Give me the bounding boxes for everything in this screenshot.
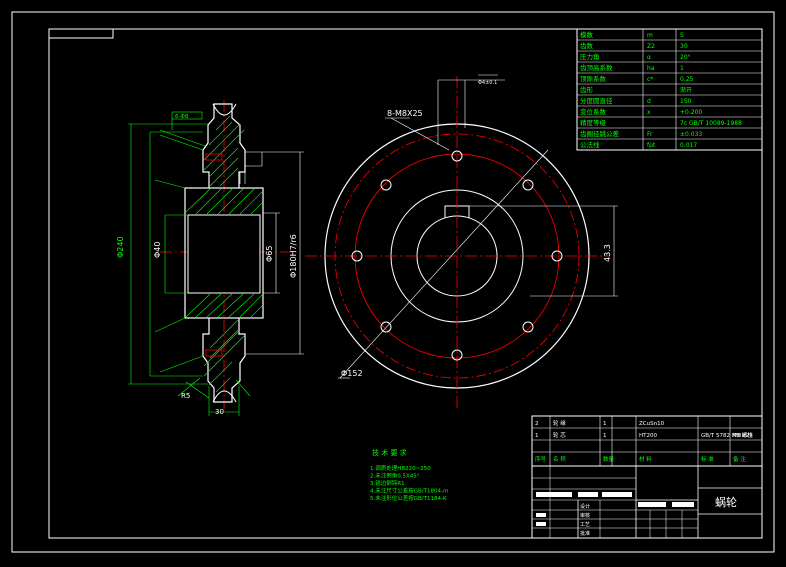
- parts-cell: ZCuSn10: [639, 421, 665, 427]
- tb-label-approve: 批准: [580, 530, 590, 537]
- note-line: 5.未注形位公差按GB/T1184-K: [370, 494, 447, 502]
- notes-title: 技 术 要 求: [372, 448, 407, 457]
- param-name: 顶隙系数: [580, 74, 607, 83]
- param-symbol: x: [647, 109, 651, 116]
- drawing-frame: [48, 28, 763, 539]
- parts-header: 备 注: [733, 455, 746, 463]
- param-value: 7c GB/T 10089-1988: [680, 120, 742, 127]
- surface-finish-leader: [159, 111, 206, 147]
- parts-cell: 1: [603, 433, 607, 439]
- bore-dim-label: Φ40: [153, 242, 162, 258]
- param-value: 5: [680, 32, 684, 39]
- height-dimension: [128, 123, 208, 385]
- param-value: 渐开: [680, 86, 692, 94]
- tb-label-check: 审核: [580, 512, 590, 519]
- parts-cell: 2: [535, 421, 539, 427]
- param-name: 变位系数: [580, 107, 607, 116]
- rim-upper: [202, 103, 246, 188]
- parts-cell: HT200: [639, 433, 657, 439]
- note-line: 3.锐边倒钝R1: [370, 479, 405, 487]
- parts-header: 材 料: [639, 455, 652, 463]
- param-value: +0.200: [680, 109, 702, 116]
- bolt-circle-label: Φ152: [341, 369, 363, 378]
- parts-cell: 轮 芯: [553, 431, 566, 439]
- parts-header: 标 准: [701, 455, 714, 463]
- tb-label-design: 设计: [580, 503, 590, 510]
- param-name: 齿形: [580, 86, 594, 94]
- title-block: 蜗轮 设计 审核 工艺 批准: [531, 465, 763, 539]
- width-dimension: [177, 377, 251, 416]
- hole-pos-label: Φ4±0.1: [478, 80, 497, 86]
- front-view: 8-M8X25 Φ4±0.1 43.3 Φ152: [305, 74, 618, 410]
- hub-dim-label: Φ65: [265, 246, 274, 262]
- parts-cell: 1: [603, 421, 607, 427]
- parts-header: 序号: [535, 455, 547, 463]
- pitch-dim-label: Φ180H7/r6: [289, 234, 298, 278]
- param-symbol: α: [647, 54, 651, 61]
- param-value: 20°: [680, 54, 691, 61]
- param-symbol: fpt: [647, 142, 656, 149]
- note-line: 2.未注倒角0.5X45°: [370, 472, 420, 480]
- parts-cell: GB/T 5782 M8 螺栓: [701, 431, 753, 439]
- drawing-name: 蜗轮: [715, 495, 737, 509]
- rim-lower: [202, 318, 246, 403]
- chamfer-label: R5: [181, 392, 190, 400]
- param-value: 0.25: [680, 76, 694, 83]
- param-symbol: d: [647, 98, 651, 105]
- hole-spec-label: 8-M8X25: [387, 109, 423, 118]
- bolt-holes: [351, 150, 563, 361]
- parts-cell: 1: [535, 433, 539, 439]
- param-symbol: m: [647, 32, 653, 39]
- gear-parameter-table: 模数 m 5 齿数 Z2 30 压力角 α 20° 齿顶高系数 ha 1 顶隙系数 c* 0.25 齿形 渐开分…: [576, 28, 763, 151]
- note-line: 1.调质处理HB220~250: [370, 464, 431, 472]
- technical-requirements: 技 术 要 求 1.调质处理HB220~2502.未注倒角0.5X45°3.锐边…: [370, 448, 448, 502]
- param-name: 模数: [580, 30, 594, 39]
- hub-section: [184, 187, 264, 319]
- param-symbol: Z2: [647, 43, 655, 50]
- keyway-label: 43.3: [603, 244, 612, 262]
- param-name: 齿数: [580, 41, 594, 50]
- parts-header: 名 称: [553, 455, 566, 463]
- param-value: ±0.033: [680, 131, 702, 138]
- parts-header: 数量: [603, 455, 615, 463]
- param-value: 0.017: [680, 142, 697, 149]
- param-value: 30: [680, 43, 688, 50]
- parts-cell: 轮 缘: [553, 419, 566, 427]
- front-dimensions: [338, 74, 618, 379]
- param-symbol: ha: [647, 65, 655, 72]
- note-line: 4.未注尺寸公差按GB/T1804-m: [370, 487, 448, 495]
- section-view: Φ240 Φ40 Φ65 Φ180H7/r6 R5 30 6-Φ8: [116, 100, 304, 416]
- width-label: 30: [215, 408, 224, 416]
- sheet-border: [11, 11, 775, 553]
- hole-note-label: 6-Φ8: [175, 114, 189, 120]
- param-name: 公法线: [580, 140, 600, 149]
- param-name: 分度圆直径: [580, 96, 613, 105]
- tb-label-process: 工艺: [580, 522, 590, 528]
- param-symbol: c*: [647, 76, 653, 83]
- param-symbol: Fr: [647, 131, 653, 138]
- outer-dim-label: Φ240: [116, 236, 125, 258]
- param-name: 压力角: [580, 52, 600, 61]
- param-value: 1: [680, 65, 684, 72]
- drawing-number-box: [48, 28, 114, 39]
- param-name: 齿圈径跳公差: [580, 129, 620, 138]
- right-dimensions: [239, 151, 304, 355]
- param-name: 齿顶高系数: [580, 63, 613, 72]
- parts-cell: M8×25: [733, 433, 753, 439]
- param-value: 150: [680, 98, 692, 105]
- param-name: 精度等级: [580, 118, 607, 127]
